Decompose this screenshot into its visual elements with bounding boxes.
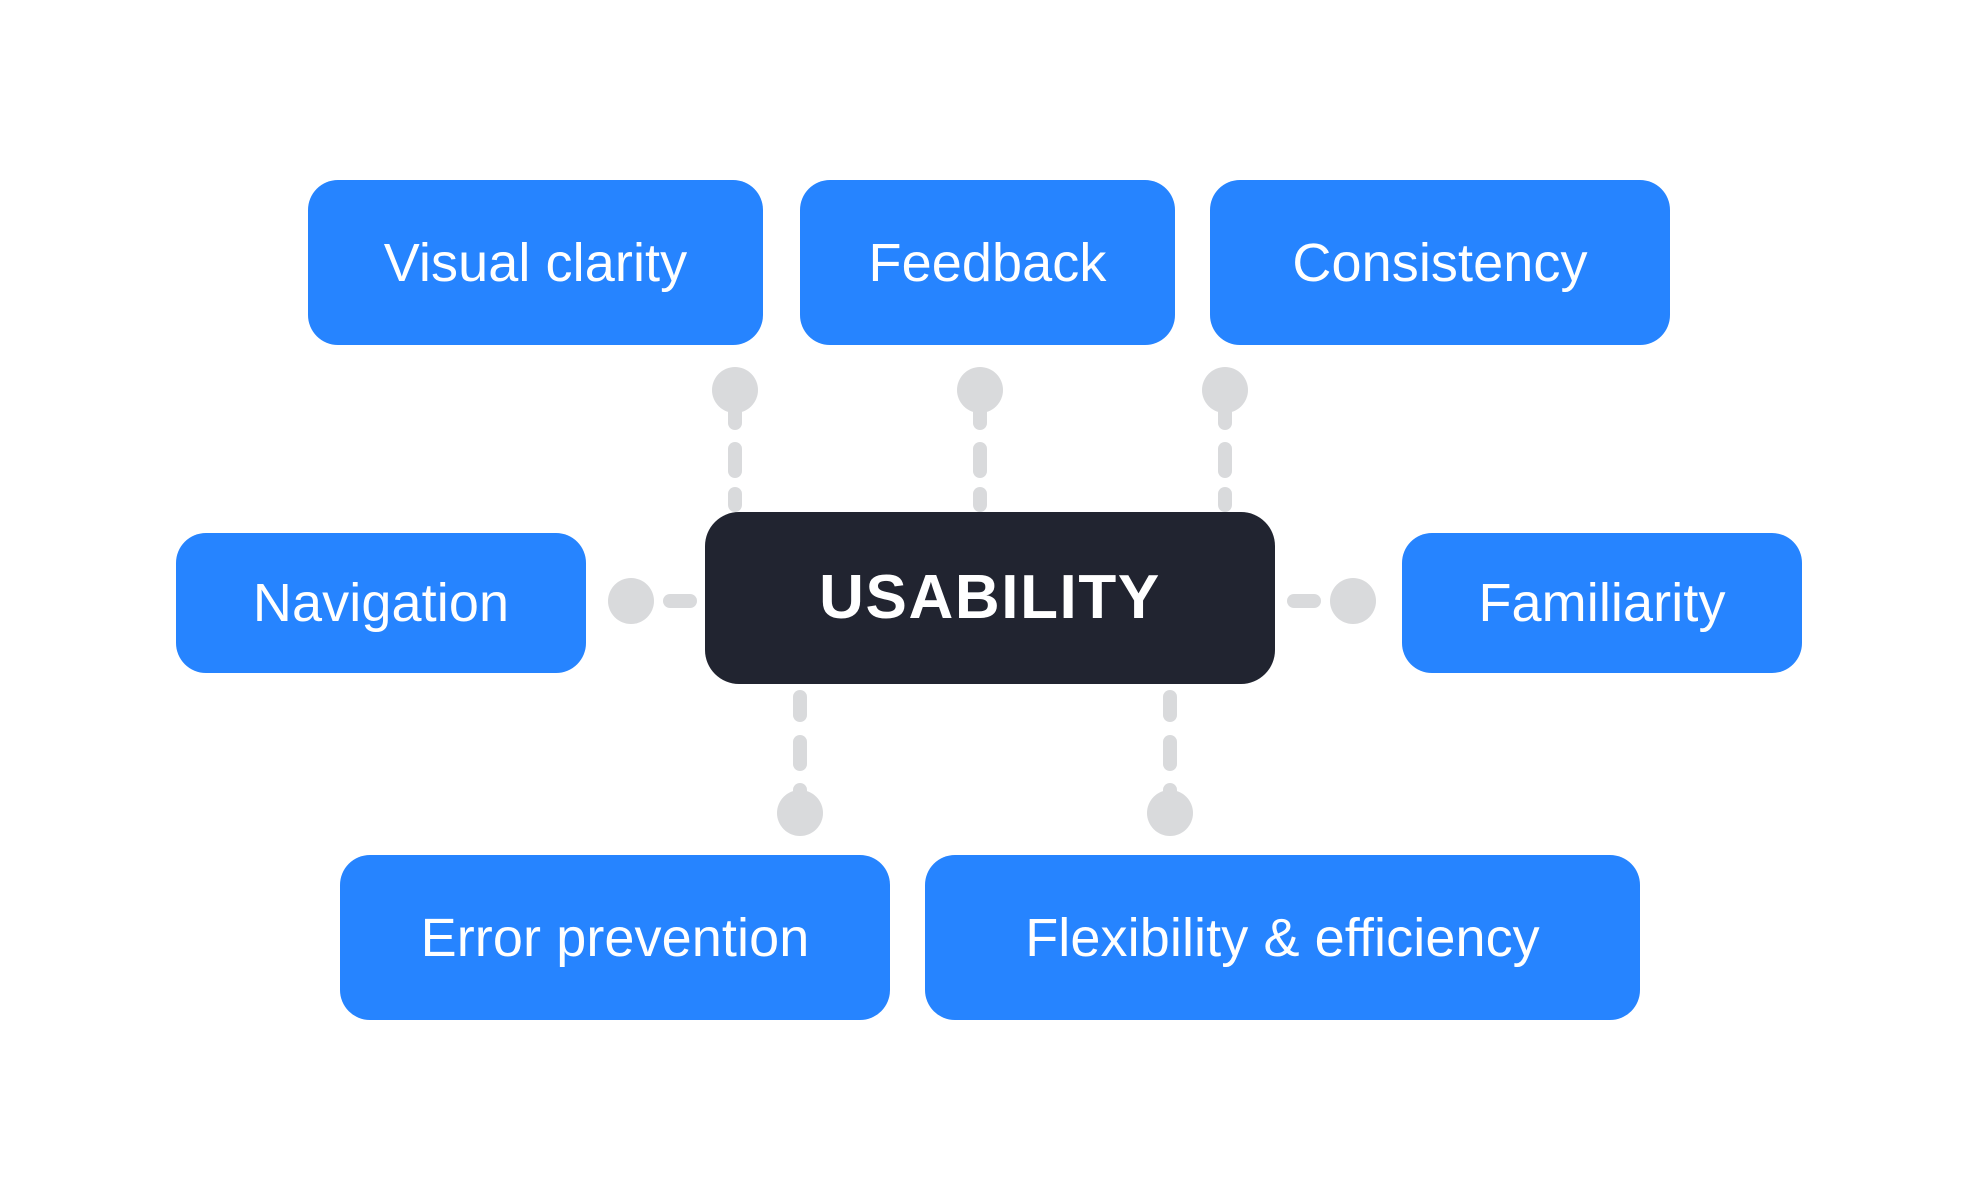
connector-dash [1163,690,1177,722]
connector-node-dot [777,790,823,836]
node-label: Error prevention [420,907,810,968]
center-node-label: USABILITY [819,563,1161,632]
connector-dash [793,690,807,722]
connector-node-dot [1147,790,1193,836]
connector-dash [973,442,987,478]
node-error-prevention[interactable]: Error prevention [340,855,890,1020]
node-label: Flexibility & efficiency [1025,907,1540,968]
node-label: Familiarity [1478,573,1726,633]
node-consistency[interactable]: Consistency [1210,180,1670,345]
connector-dash [1218,400,1232,430]
connector-dash [663,594,697,608]
connector-dash [973,487,987,512]
node-navigation[interactable]: Navigation [176,533,586,673]
connector-dash [728,400,742,430]
connector-dash [793,735,807,771]
connector-dash [1218,442,1232,478]
node-label: Feedback [868,232,1107,293]
connector-dash [728,487,742,512]
node-usability-center[interactable]: USABILITY [705,512,1275,684]
connector-dash [1287,594,1321,608]
connector-node-dot [608,578,654,624]
node-label: Navigation [252,573,510,633]
node-flexibility-efficiency[interactable]: Flexibility & efficiency [925,855,1640,1020]
connector-node-dot [1330,578,1376,624]
connector-dash [728,442,742,478]
connector-dash [973,400,987,430]
node-visual-clarity[interactable]: Visual clarity [308,180,763,345]
connector-dash [1163,735,1177,771]
node-label: Consistency [1292,232,1588,293]
node-label: Visual clarity [383,232,688,293]
node-feedback[interactable]: Feedback [800,180,1175,345]
node-familiarity[interactable]: Familiarity [1402,533,1802,673]
connector-dash [1218,487,1232,512]
